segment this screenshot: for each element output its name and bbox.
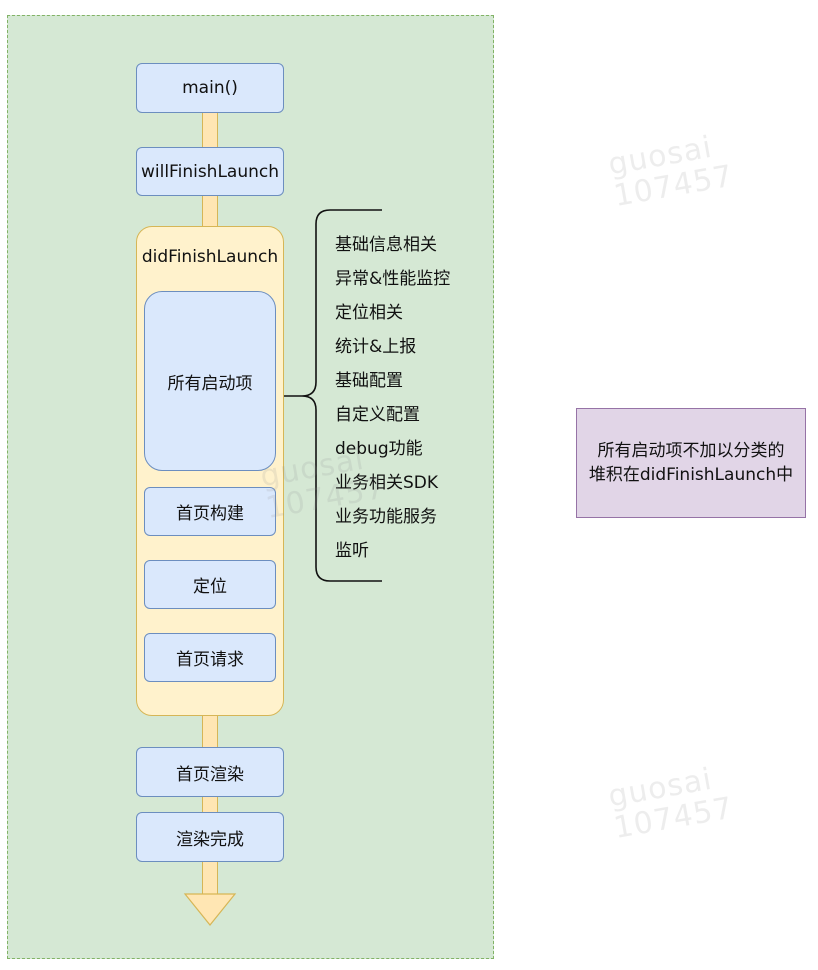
homepage-render-label: 首页渲染 bbox=[176, 764, 244, 785]
startup-item: 业务功能服务 bbox=[335, 507, 437, 527]
homepage-build-label: 首页构建 bbox=[176, 504, 244, 524]
startup-item: 基础配置 bbox=[335, 371, 403, 391]
main-box[interactable]: main() bbox=[136, 63, 284, 113]
main-label: main() bbox=[182, 78, 238, 98]
arrow-shaft-to-head bbox=[202, 861, 218, 895]
note-line-1: 所有启动项不加以分类的 bbox=[597, 441, 785, 461]
arrow-shaft-will-to-did bbox=[202, 195, 218, 227]
arrow-shaft-render-to-complete bbox=[202, 796, 218, 813]
startup-item: 定位相关 bbox=[335, 303, 403, 323]
arrow-shaft-did-to-render bbox=[202, 715, 218, 748]
render-complete-box[interactable]: 渲染完成 bbox=[136, 812, 284, 862]
location-label: 定位 bbox=[193, 577, 227, 597]
all-startup-items-box[interactable]: 所有启动项 bbox=[144, 291, 276, 471]
startup-item: 业务相关SDK bbox=[335, 473, 439, 493]
homepage-render-box[interactable]: 首页渲染 bbox=[136, 747, 284, 797]
location-box[interactable]: 定位 bbox=[144, 560, 276, 609]
note-line-2: 堆积在didFinishLaunch中 bbox=[588, 465, 794, 485]
did-finish-launch-title: didFinishLaunch bbox=[141, 247, 279, 267]
startup-item: 基础信息相关 bbox=[335, 235, 437, 255]
homepage-build-box[interactable]: 首页构建 bbox=[144, 487, 276, 536]
startup-item: 监听 bbox=[335, 541, 369, 561]
render-complete-label: 渲染完成 bbox=[176, 829, 244, 850]
homepage-request-box[interactable]: 首页请求 bbox=[144, 633, 276, 682]
startup-item: 异常&性能监控 bbox=[335, 269, 451, 289]
startup-item: 统计&上报 bbox=[335, 337, 417, 357]
arrow-shaft-main-to-will bbox=[202, 112, 218, 148]
homepage-request-label: 首页请求 bbox=[176, 650, 244, 670]
startup-items-list: 基础信息相关 异常&性能监控 定位相关 统计&上报 基础配置 自定义配置 deb… bbox=[335, 231, 450, 571]
all-startup-items-label: 所有启动项 bbox=[167, 373, 253, 394]
note-box[interactable]: 所有启动项不加以分类的 堆积在didFinishLaunch中 bbox=[576, 408, 806, 518]
startup-items-brace bbox=[278, 209, 382, 582]
flow-arrow-head bbox=[183, 893, 237, 926]
will-finish-launch-box[interactable]: willFinishLaunch bbox=[136, 147, 284, 196]
startup-item: debug功能 bbox=[335, 439, 423, 459]
will-finish-launch-label: willFinishLaunch bbox=[140, 161, 280, 182]
startup-item: 自定义配置 bbox=[335, 405, 420, 425]
